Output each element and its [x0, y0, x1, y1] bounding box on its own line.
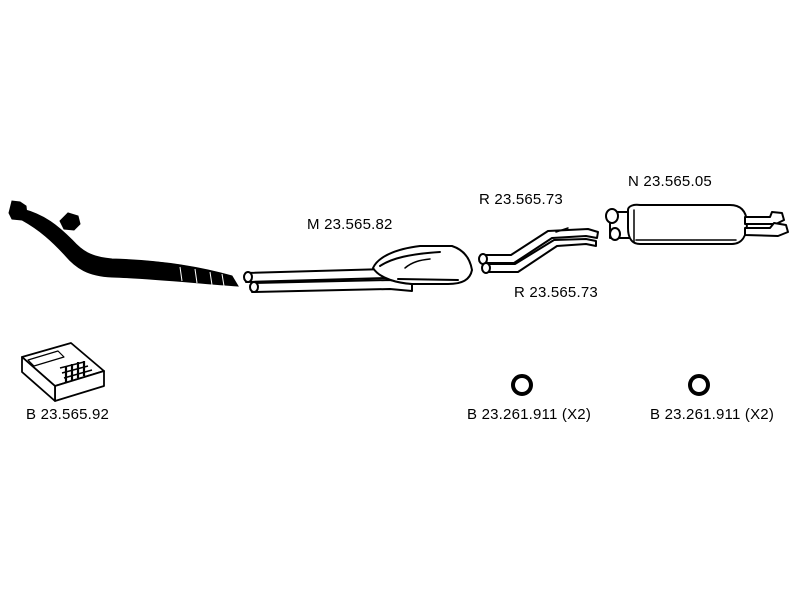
mounting-kit-label: B 23.565.92 [26, 406, 110, 423]
sealing-ring-center-part[interactable] [511, 374, 533, 396]
sealing-ring-right-part[interactable] [688, 374, 710, 396]
ring-center-label: B 23.261.911 (X2) [467, 406, 592, 423]
rear-pipe-part[interactable] [478, 227, 599, 274]
rear-pipe-lower-label: R 23.565.73 [514, 284, 598, 301]
ring-right-label: B 23.261.911 (X2) [650, 406, 775, 423]
mounting-kit-part[interactable] [21, 342, 105, 402]
rear-silencer-label: N 23.565.05 [628, 173, 712, 190]
rear-pipe-upper-label: R 23.565.73 [479, 191, 563, 208]
front-downpipe-part[interactable] [8, 200, 239, 287]
middle-silencer-part[interactable] [243, 245, 473, 293]
middle-silencer-label: M 23.565.82 [307, 216, 393, 233]
rear-silencer-part[interactable] [605, 203, 789, 245]
